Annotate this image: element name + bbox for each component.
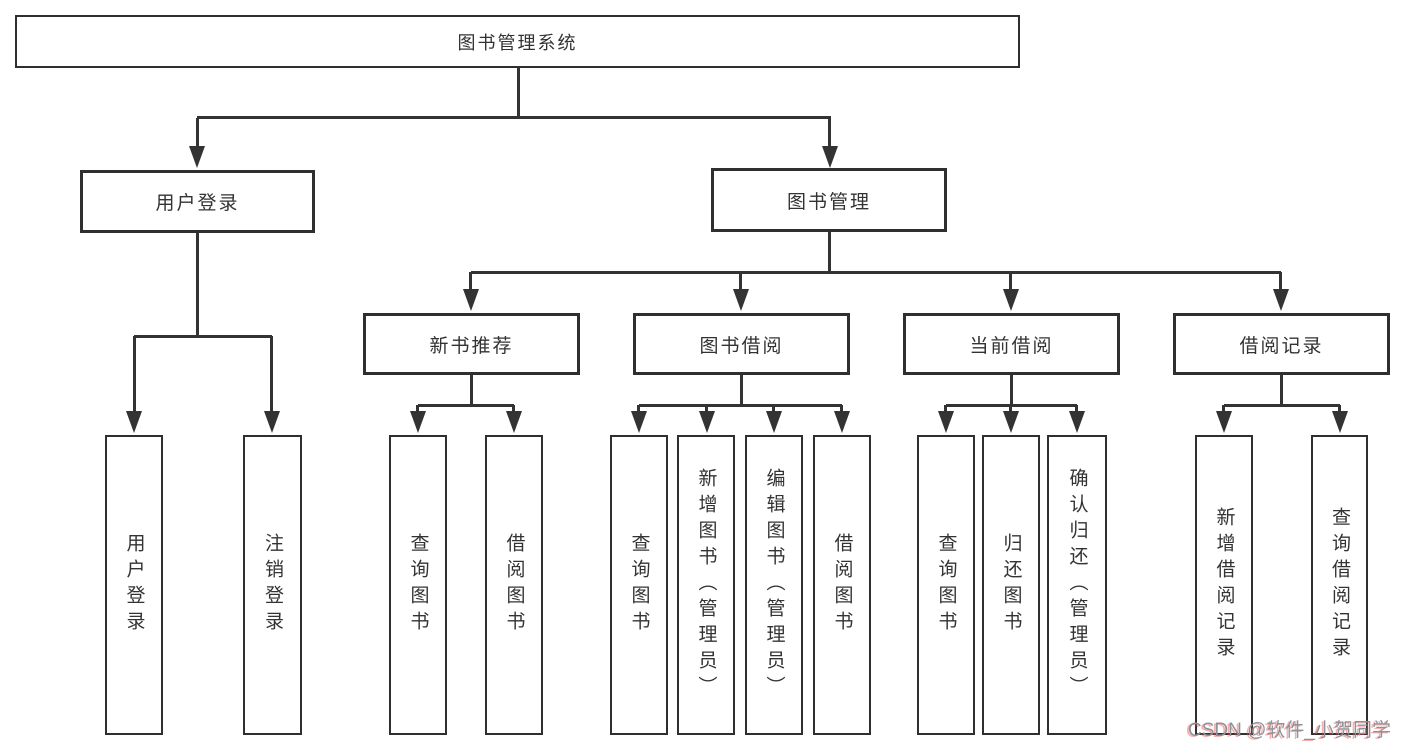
leaf-user-login: 用户登录 bbox=[105, 435, 163, 735]
arrow-down-icon bbox=[463, 289, 479, 311]
arrow-down-icon bbox=[506, 411, 522, 433]
connector-leaf-shaft bbox=[840, 405, 843, 415]
connector-root-hbar bbox=[197, 116, 831, 119]
leaf-logout: 注销登录 bbox=[243, 435, 302, 735]
arrow-down-icon bbox=[631, 411, 647, 433]
connector-mgmt-stub bbox=[828, 232, 831, 273]
arrow-down-icon bbox=[1332, 411, 1348, 433]
csdn-watermark: CSDN @软件_小贺同学 bbox=[1188, 720, 1391, 741]
node-current-borrow: 当前借阅 bbox=[903, 313, 1120, 375]
arrow-down-icon bbox=[1216, 411, 1232, 433]
connector-leaf-shaft bbox=[944, 405, 947, 415]
connector-leaf-shaft bbox=[512, 405, 515, 415]
leaf-query-borrow-record: 查询借阅记录 bbox=[1311, 435, 1368, 735]
node-library-system: 图书管理系统 bbox=[15, 15, 1020, 68]
connector-user-login-shaft bbox=[196, 118, 199, 150]
node-new-books: 新书推荐 bbox=[363, 313, 580, 375]
arrow-down-icon bbox=[699, 411, 715, 433]
arrow-down-icon bbox=[1003, 289, 1019, 311]
arrow-down-icon bbox=[410, 411, 426, 433]
leaf-confirm-return-admin: 确认归还（管理员） bbox=[1047, 435, 1107, 735]
arrow-down-icon bbox=[1273, 289, 1289, 311]
connector-leaf-shaft bbox=[637, 405, 640, 415]
connector-group-stub bbox=[1010, 375, 1013, 406]
connector-leaf-shaft bbox=[1009, 405, 1012, 415]
arrow-down-icon bbox=[1069, 411, 1085, 433]
node-borrow-records: 借阅记录 bbox=[1173, 313, 1390, 375]
connector-leaf-shaft bbox=[1075, 405, 1078, 415]
node-book-borrow: 图书借阅 bbox=[633, 313, 850, 375]
connector-leaf-shaft bbox=[1338, 405, 1341, 415]
connector-group-hbar bbox=[418, 404, 514, 407]
leaf-query-books: 查询图书 bbox=[389, 435, 447, 735]
leaf-return-books: 归还图书 bbox=[982, 435, 1040, 735]
leaf-query-books: 查询图书 bbox=[610, 435, 668, 735]
arrow-down-icon bbox=[189, 146, 205, 168]
arrow-down-icon bbox=[938, 411, 954, 433]
connector-group-hbar bbox=[639, 404, 842, 407]
arrow-down-icon bbox=[834, 411, 850, 433]
connector-leaf-shaft bbox=[416, 405, 419, 415]
connector-level3-shaft bbox=[1279, 272, 1282, 293]
arrow-down-icon bbox=[733, 289, 749, 311]
leaf-borrow-books: 借阅图书 bbox=[813, 435, 871, 735]
connector-level3-shaft bbox=[1009, 272, 1012, 293]
arrow-down-icon bbox=[264, 411, 280, 433]
connector-leaf-shaft bbox=[133, 336, 136, 415]
connector-group-hbar bbox=[1224, 404, 1340, 407]
connector-group-stub bbox=[1280, 375, 1283, 406]
connector-book-mgmt-shaft bbox=[828, 118, 831, 150]
connector-group-stub bbox=[470, 375, 473, 406]
connector-root-stub bbox=[517, 68, 520, 118]
leaf-edit-books-admin: 编辑图书（管理员） bbox=[745, 435, 803, 735]
connector-level3-shaft bbox=[469, 272, 472, 293]
connector-level3-shaft bbox=[739, 272, 742, 293]
arrow-down-icon bbox=[766, 411, 782, 433]
connector-user-stub bbox=[196, 233, 199, 338]
arrow-down-icon bbox=[126, 411, 142, 433]
leaf-borrow-books: 借阅图书 bbox=[485, 435, 543, 735]
leaf-query-books: 查询图书 bbox=[917, 435, 975, 735]
connector-user-hbar bbox=[134, 335, 272, 338]
connector-leaf-shaft bbox=[772, 405, 775, 415]
node-book-mgmt: 图书管理 bbox=[711, 168, 947, 232]
leaf-add-borrow-record: 新增借阅记录 bbox=[1195, 435, 1253, 735]
connector-leaf-shaft bbox=[270, 336, 273, 415]
connector-leaf-shaft bbox=[1222, 405, 1225, 415]
leaf-add-books-admin: 新增图书（管理员） bbox=[677, 435, 735, 735]
arrow-down-icon bbox=[822, 146, 838, 168]
connector-group-stub bbox=[740, 375, 743, 406]
node-user-login: 用户登录 bbox=[80, 170, 315, 233]
connector-mgmt-hbar bbox=[471, 271, 1281, 274]
arrow-down-icon bbox=[1003, 411, 1019, 433]
connector-leaf-shaft bbox=[705, 405, 708, 415]
